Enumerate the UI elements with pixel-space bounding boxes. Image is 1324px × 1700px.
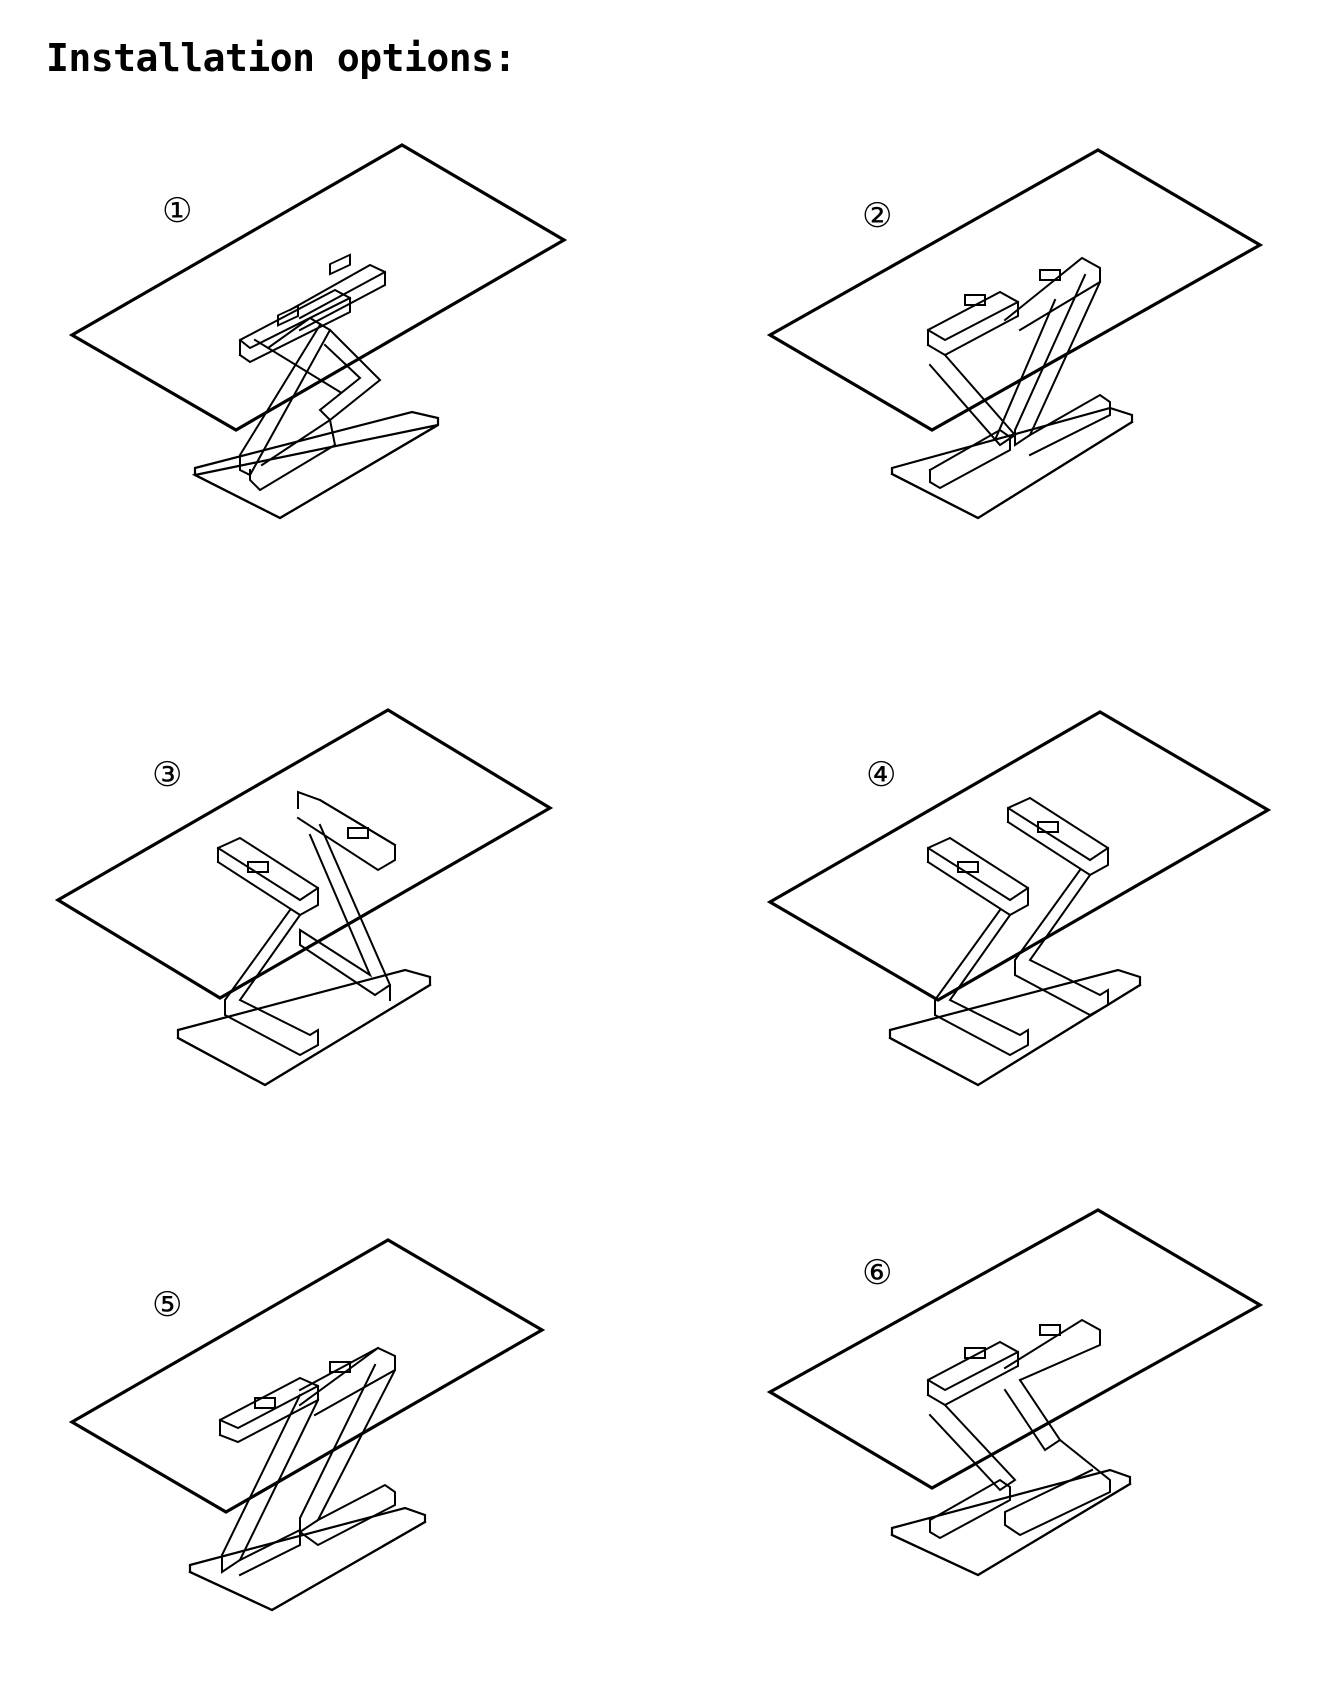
z-leg-frame (218, 1346, 397, 1577)
glass-tabletop (766, 1208, 1264, 1490)
option-4: ④ (766, 710, 1272, 1087)
z-leg-frame (926, 1318, 1111, 1540)
option-6: ⑥ (766, 1208, 1264, 1577)
base-plate-edge (188, 1520, 427, 1612)
glass-tabletop (68, 143, 568, 432)
glass-tabletop (766, 710, 1272, 1002)
base-plate-edge (191, 423, 439, 520)
base-plate (890, 406, 1134, 520)
base-plate-edge (176, 983, 432, 1087)
z-leg-frame (238, 253, 387, 492)
base-plate (176, 968, 432, 1087)
option-2: ② (766, 148, 1264, 520)
glass-tabletop (766, 148, 1264, 432)
option-5: ⑤ (68, 1238, 546, 1612)
z-leg-frame (926, 796, 1110, 1057)
glass-tabletop (68, 1238, 546, 1514)
option-number-6: ⑥ (862, 1253, 892, 1293)
base-plate (888, 968, 1142, 1087)
z-leg-frame (216, 790, 397, 1057)
base-plate-edge (890, 420, 1134, 520)
option-number-1: ① (162, 191, 192, 231)
base-plate (188, 1506, 427, 1612)
z-leg-frame (926, 256, 1111, 490)
base-plate-edge (890, 1482, 1132, 1577)
glass-tabletop (54, 708, 554, 1000)
page-title: Installation options: (46, 36, 516, 80)
option-number-3: ③ (152, 755, 182, 795)
option-3: ③ (54, 708, 554, 1087)
option-1: ① (68, 143, 568, 520)
option-number-4: ④ (866, 755, 896, 795)
base-plate-edge (888, 983, 1142, 1087)
option-number-2: ② (862, 196, 892, 236)
option-number-5: ⑤ (152, 1285, 182, 1325)
